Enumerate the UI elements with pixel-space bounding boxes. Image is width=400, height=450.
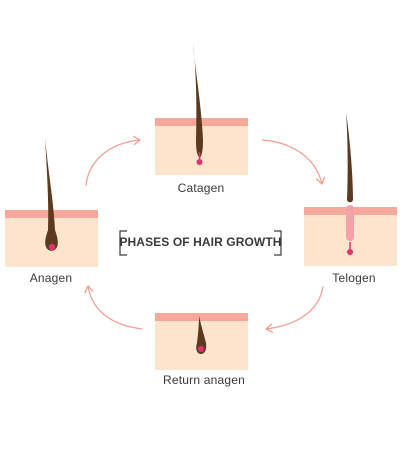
title-frame — [119, 230, 282, 256]
arrow-telogen-to-return-anagen — [265, 285, 324, 333]
label-anagen: Anagen — [29, 271, 73, 285]
diagram-title-box: PHASES OF HAIR GROWTH — [119, 230, 282, 256]
telogen-papilla — [347, 242, 353, 255]
telogen-follicle — [346, 205, 354, 241]
catagen-hair — [193, 42, 203, 158]
telogen-hair — [346, 112, 353, 203]
label-telogen: Telogen — [332, 271, 376, 285]
anagen-papilla — [48, 243, 56, 251]
diagram-title: PHASES OF HAIR GROWTH — [119, 235, 282, 249]
arrow-catagen-to-telogen — [261, 139, 326, 185]
return-anagen-hair — [196, 316, 207, 354]
arrow-return-anagen-to-anagen — [84, 285, 143, 330]
label-catagen: Catagen — [177, 181, 225, 195]
anagen-hair — [45, 138, 58, 251]
arrow-anagen-to-catagen — [85, 135, 141, 187]
return-anagen-papilla — [198, 346, 204, 352]
catagen-papilla — [196, 152, 203, 165]
label-return-anagen: Return anagen — [163, 373, 245, 387]
